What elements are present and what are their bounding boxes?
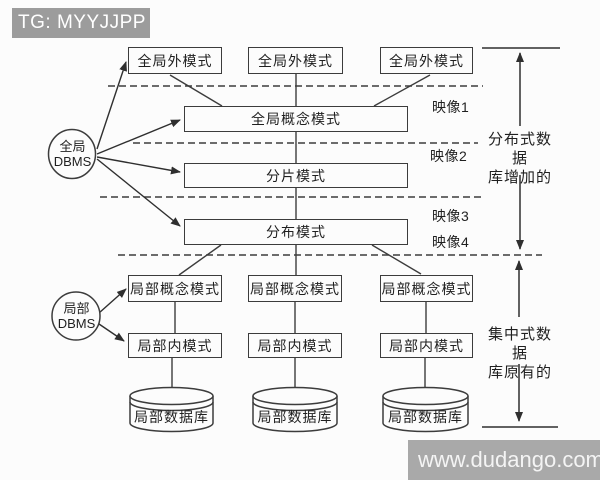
global-external-schema-box-3: 全局外模式 bbox=[380, 47, 473, 74]
local-database-label-1: 局部数据库 bbox=[134, 409, 209, 425]
dimension-arrows bbox=[482, 47, 560, 428]
centralized-annotation: 集中式数据 库原有的 bbox=[481, 325, 559, 382]
mapping-label-4: 映像4 bbox=[432, 234, 470, 250]
database-cylinders bbox=[129, 386, 469, 433]
local-dbms-label: 局部 DBMS bbox=[50, 301, 103, 331]
mapping-label-1: 映像1 bbox=[432, 99, 470, 115]
fragmentation-schema-box: 分片模式 bbox=[184, 163, 408, 188]
centralized-annotation-line2: 库原有的 bbox=[487, 364, 552, 381]
local-conceptual-schema-box-3: 局部概念模式 bbox=[380, 275, 473, 302]
local-dbms-line2: DBMS bbox=[57, 316, 96, 331]
distributed-annotation-line2: 库增加的 bbox=[487, 169, 552, 186]
dbms-arrows bbox=[96, 61, 181, 342]
local-database-cylinder-2 bbox=[252, 386, 338, 433]
global-dbms-line1: 全局 bbox=[59, 139, 86, 154]
watermark: www.dudango.com bbox=[408, 440, 600, 480]
local-database-cylinder-1 bbox=[129, 386, 214, 433]
global-dbms-ellipse bbox=[47, 128, 97, 180]
global-conceptual-schema-box: 全局概念模式 bbox=[184, 106, 408, 132]
global-dbms-label: 全局 DBMS bbox=[46, 139, 99, 169]
local-conceptual-schema-box-2: 局部概念模式 bbox=[248, 275, 342, 302]
distributed-annotation: 分布式数据 库增加的 bbox=[481, 130, 559, 187]
connector-lines bbox=[169, 74, 431, 388]
local-database-label-3: 局部数据库 bbox=[388, 409, 463, 425]
dbms-ellipses bbox=[47, 128, 101, 341]
distribution-schema-box: 分布模式 bbox=[184, 219, 408, 245]
local-internal-schema-box-2: 局部内模式 bbox=[248, 333, 342, 358]
local-dbms-ellipse bbox=[51, 291, 101, 341]
local-internal-schema-box-3: 局部内模式 bbox=[380, 333, 473, 358]
distributed-annotation-line1: 分布式数据 bbox=[487, 131, 552, 167]
centralized-annotation-line1: 集中式数据 bbox=[487, 326, 552, 362]
local-internal-schema-box-1: 局部内模式 bbox=[128, 333, 222, 358]
local-dbms-line1: 局部 bbox=[63, 301, 90, 316]
local-conceptual-schema-box-1: 局部概念模式 bbox=[128, 275, 222, 302]
global-external-schema-box-1: 全局外模式 bbox=[128, 47, 222, 74]
header-tag: TG: MYYJJPP bbox=[12, 8, 150, 38]
global-external-schema-box-2: 全局外模式 bbox=[248, 47, 343, 74]
mapping-label-2: 映像2 bbox=[430, 148, 468, 164]
local-database-cylinder-3 bbox=[382, 386, 469, 433]
local-database-label-2: 局部数据库 bbox=[257, 409, 333, 425]
mapping-label-3: 映像3 bbox=[432, 208, 470, 224]
global-dbms-line2: DBMS bbox=[53, 154, 92, 169]
